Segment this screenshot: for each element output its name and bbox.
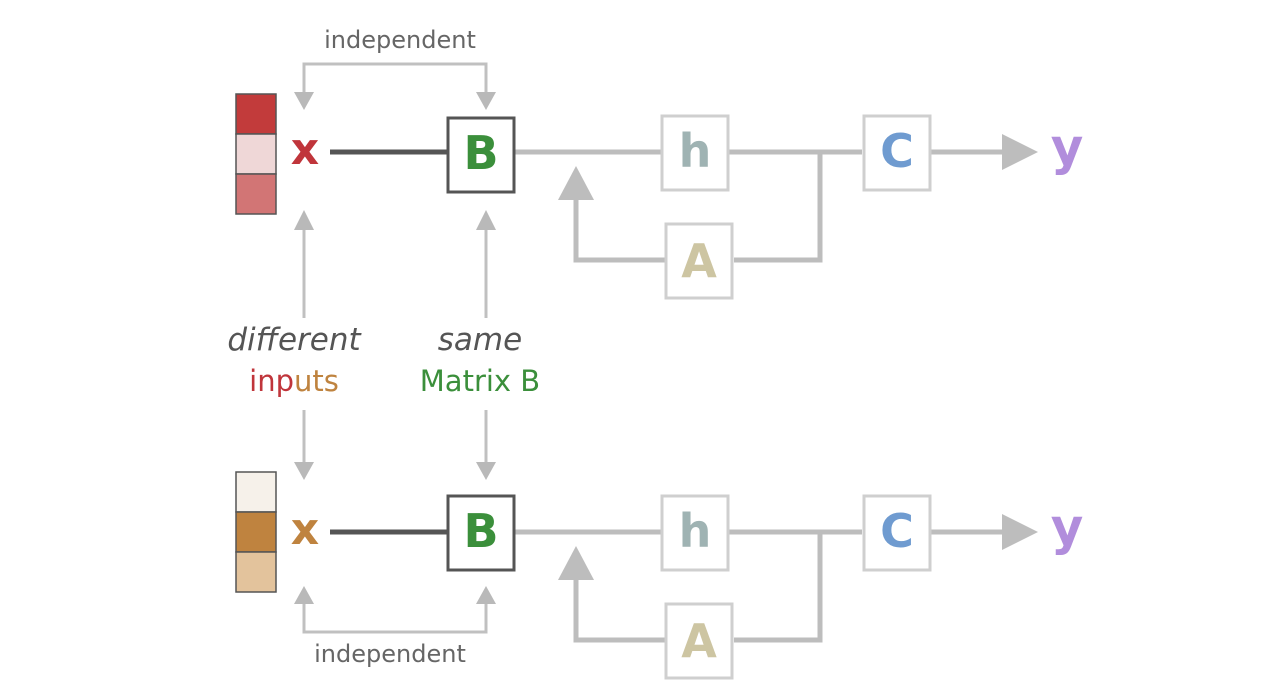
top-vector-cell bbox=[235, 93, 277, 135]
bottom-independent-bracket bbox=[294, 586, 496, 634]
bottom-vector-cell bbox=[235, 551, 277, 593]
top-c-label: C bbox=[880, 124, 914, 178]
bottom-y-label: y bbox=[1050, 498, 1084, 556]
top-independent-label: independent bbox=[324, 26, 476, 54]
bottom-vector-cell bbox=[235, 471, 277, 513]
top-x-label: x bbox=[290, 124, 320, 175]
top-a-label: A bbox=[681, 234, 717, 288]
bottom-a-label: A bbox=[681, 614, 717, 668]
top-output-arrowhead bbox=[1002, 134, 1038, 170]
top-input-vector bbox=[235, 93, 277, 215]
bottom-recurrence-arrowhead bbox=[558, 546, 594, 580]
top-y-label: y bbox=[1050, 118, 1084, 176]
top-h-box bbox=[660, 114, 730, 192]
bottom-a-box bbox=[664, 602, 734, 680]
bottom-input-vector bbox=[235, 471, 277, 593]
inputs-label-red: inp bbox=[249, 364, 294, 398]
same-label: same bbox=[437, 322, 523, 358]
bottom-c-label: C bbox=[880, 504, 914, 558]
top-c-box bbox=[862, 114, 932, 192]
bottom-h-label: h bbox=[678, 504, 712, 558]
top-a-box bbox=[664, 222, 734, 300]
top-recurrence-arrowhead bbox=[558, 166, 594, 200]
inputs-label-orange: uts bbox=[294, 364, 339, 398]
bottom-c-box bbox=[862, 494, 932, 572]
bottom-output-arrowhead bbox=[1002, 514, 1038, 550]
top-h-label: h bbox=[678, 124, 712, 178]
top-vector-cell bbox=[235, 173, 277, 215]
bottom-b-label: B bbox=[463, 504, 499, 558]
inputs-label: inputs bbox=[204, 364, 384, 398]
bottom-recurrence-loop bbox=[573, 532, 823, 643]
middle-arrows bbox=[294, 210, 496, 480]
bottom-b-box bbox=[446, 494, 516, 572]
bottom-x-label: x bbox=[290, 504, 320, 555]
bottom-vector-cell bbox=[235, 511, 277, 553]
top-recurrence-loop bbox=[573, 152, 823, 263]
top-b-label: B bbox=[463, 126, 499, 180]
bottom-independent-label: independent bbox=[314, 640, 466, 668]
bottom-h-box bbox=[660, 494, 730, 572]
matrix-b-label: Matrix B bbox=[419, 364, 541, 398]
top-vector-cell bbox=[235, 133, 277, 175]
top-independent-bracket bbox=[294, 62, 496, 110]
different-label: different bbox=[227, 322, 361, 358]
top-b-box bbox=[446, 116, 516, 194]
